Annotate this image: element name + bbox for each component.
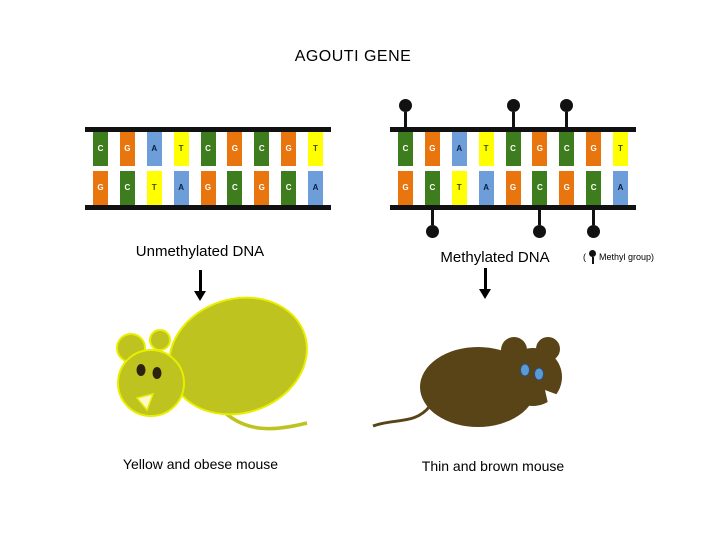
methyl-group-legend: ( Methyl group) xyxy=(583,250,654,264)
dna-base-A: A xyxy=(308,171,323,205)
dna-base-T: T xyxy=(173,132,189,166)
mouse-eye xyxy=(152,367,162,379)
dna-backbone-top xyxy=(390,127,636,132)
unmethylated-dna-label: Unmethylated DNA xyxy=(135,243,265,260)
mouse-nose xyxy=(135,392,155,412)
mouse-tail xyxy=(372,405,432,428)
mouse-head xyxy=(117,349,185,417)
dna-base-G: G xyxy=(398,171,413,205)
diagram-title: AGOUTI GENE xyxy=(294,48,412,65)
dna-base-C: C xyxy=(281,171,297,205)
yellow-obese-mouse-label: Yellow and obese mouse xyxy=(122,456,279,472)
dna-base-C: C xyxy=(254,132,270,166)
dna-base-C: C xyxy=(586,171,602,205)
dna-base-G: G xyxy=(424,132,440,166)
dna-base-C: C xyxy=(200,132,216,166)
methyl-group-icon xyxy=(587,210,601,238)
dna-base-A: A xyxy=(613,171,628,205)
methyl-group-icon xyxy=(425,210,439,238)
dna-backbone-bottom xyxy=(85,205,331,210)
mouse-ear xyxy=(149,329,171,351)
legend-label: Methyl group) xyxy=(599,252,655,262)
dna-backbone-top xyxy=(85,127,331,132)
dna-backbone-bottom xyxy=(390,205,636,210)
dna-base-C: C xyxy=(532,171,548,205)
dna-base-G: G xyxy=(586,132,602,166)
mouse-eye xyxy=(534,367,544,381)
dna-base-G: G xyxy=(254,171,270,205)
dna-base-C: C xyxy=(227,171,243,205)
dna-base-T: T xyxy=(308,132,323,166)
mouse-nose xyxy=(545,390,561,408)
mouse-eye xyxy=(520,363,530,377)
methyl-group-icon xyxy=(589,250,596,264)
dna-base-C: C xyxy=(559,132,575,166)
dna-base-C: C xyxy=(505,132,521,166)
thin-brown-mouse-label: Thin and brown mouse xyxy=(421,458,565,474)
dna-base-C: C xyxy=(398,132,413,166)
methyl-group-icon xyxy=(399,99,412,127)
methylated-dna-label: Methylated DNA xyxy=(440,249,550,266)
dna-base-C: C xyxy=(93,132,108,166)
dna-base-G: G xyxy=(532,132,548,166)
dna-base-G: G xyxy=(281,132,297,166)
dna-base-A: A xyxy=(146,132,162,166)
dna-base-G: G xyxy=(505,171,521,205)
down-arrow-left xyxy=(192,270,208,302)
dna-base-C: C xyxy=(119,171,135,205)
dna-base-A: A xyxy=(173,171,189,205)
down-arrow-right xyxy=(477,268,493,300)
mouse-eye xyxy=(136,364,146,376)
dna-base-T: T xyxy=(451,171,467,205)
dna-base-A: A xyxy=(451,132,467,166)
dna-base-T: T xyxy=(613,132,628,166)
mouse-body xyxy=(168,296,308,416)
methyl-group-icon xyxy=(560,99,574,127)
thin-brown-mouse xyxy=(372,337,562,428)
methyl-group-icon xyxy=(533,210,547,238)
dna-base-G: G xyxy=(93,171,108,205)
dna-base-C: C xyxy=(424,171,440,205)
yellow-obese-mouse xyxy=(116,296,308,431)
dna-base-G: G xyxy=(559,171,575,205)
methyl-group-icon xyxy=(506,99,520,127)
dna-base-A: A xyxy=(478,171,494,205)
dna-base-G: G xyxy=(119,132,135,166)
dna-base-T: T xyxy=(146,171,162,205)
legend-open-paren: ( xyxy=(583,252,586,262)
dna-base-G: G xyxy=(200,171,216,205)
dna-base-T: T xyxy=(478,132,494,166)
dna-base-G: G xyxy=(227,132,243,166)
